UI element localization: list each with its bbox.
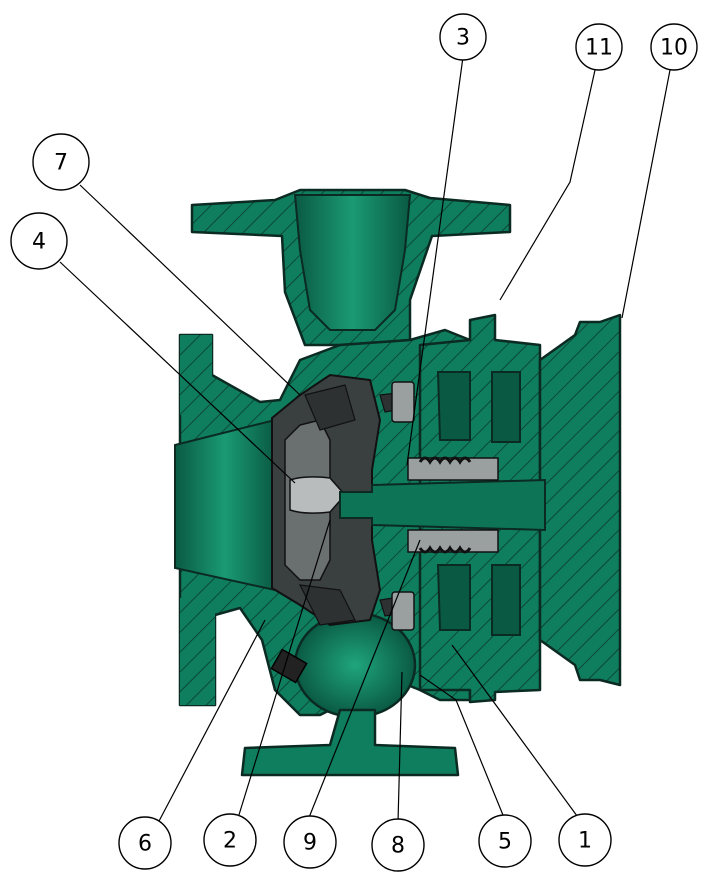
- svg-text:3: 3: [456, 26, 470, 51]
- callout-2: 2: [203, 813, 257, 867]
- svg-text:7: 7: [54, 151, 68, 176]
- callout-3: 3: [439, 13, 487, 61]
- leader-1: [451, 644, 581, 821]
- svg-text:6: 6: [138, 832, 152, 857]
- leader-7: [79, 184, 301, 396]
- leader-9: [307, 539, 421, 821]
- callout-6: 6: [118, 816, 172, 870]
- callout-5: 5: [478, 814, 532, 868]
- leader-2: [237, 519, 331, 819]
- wear-ring-top: [391, 381, 415, 423]
- svg-text:8: 8: [391, 834, 405, 859]
- shaft: [339, 478, 546, 532]
- callouts: 3 11 10 7 4 6 2 9: [10, 13, 698, 872]
- leader-5: [419, 674, 506, 821]
- callout-11: 11: [575, 23, 623, 71]
- pump-foot: [240, 708, 460, 777]
- suction-flange: [180, 335, 212, 415]
- callout-9: 9: [283, 815, 337, 869]
- callout-4: 4: [10, 212, 68, 270]
- leader-lines: [59, 56, 671, 824]
- leader-4: [59, 261, 296, 484]
- svg-text:2: 2: [223, 829, 237, 854]
- leader-8: [397, 671, 403, 823]
- mechanical-seal: [407, 456, 499, 554]
- leader-6: [157, 619, 266, 824]
- leader-11: [499, 69, 596, 301]
- svg-text:11: 11: [585, 36, 613, 61]
- leader-10: [621, 69, 671, 319]
- svg-text:9: 9: [303, 831, 317, 856]
- svg-text:1: 1: [578, 829, 592, 854]
- pump-body: [174, 188, 622, 777]
- leader-3: [406, 56, 464, 466]
- svg-text:5: 5: [498, 830, 512, 855]
- callout-8: 8: [371, 818, 425, 872]
- wear-ring-bottom: [391, 591, 415, 631]
- callout-10: 10: [650, 23, 698, 71]
- callout-1: 1: [558, 813, 612, 867]
- callout-7: 7: [32, 133, 90, 191]
- svg-text:10: 10: [660, 36, 688, 61]
- motor-flange: [540, 315, 620, 685]
- svg-text:4: 4: [32, 230, 46, 255]
